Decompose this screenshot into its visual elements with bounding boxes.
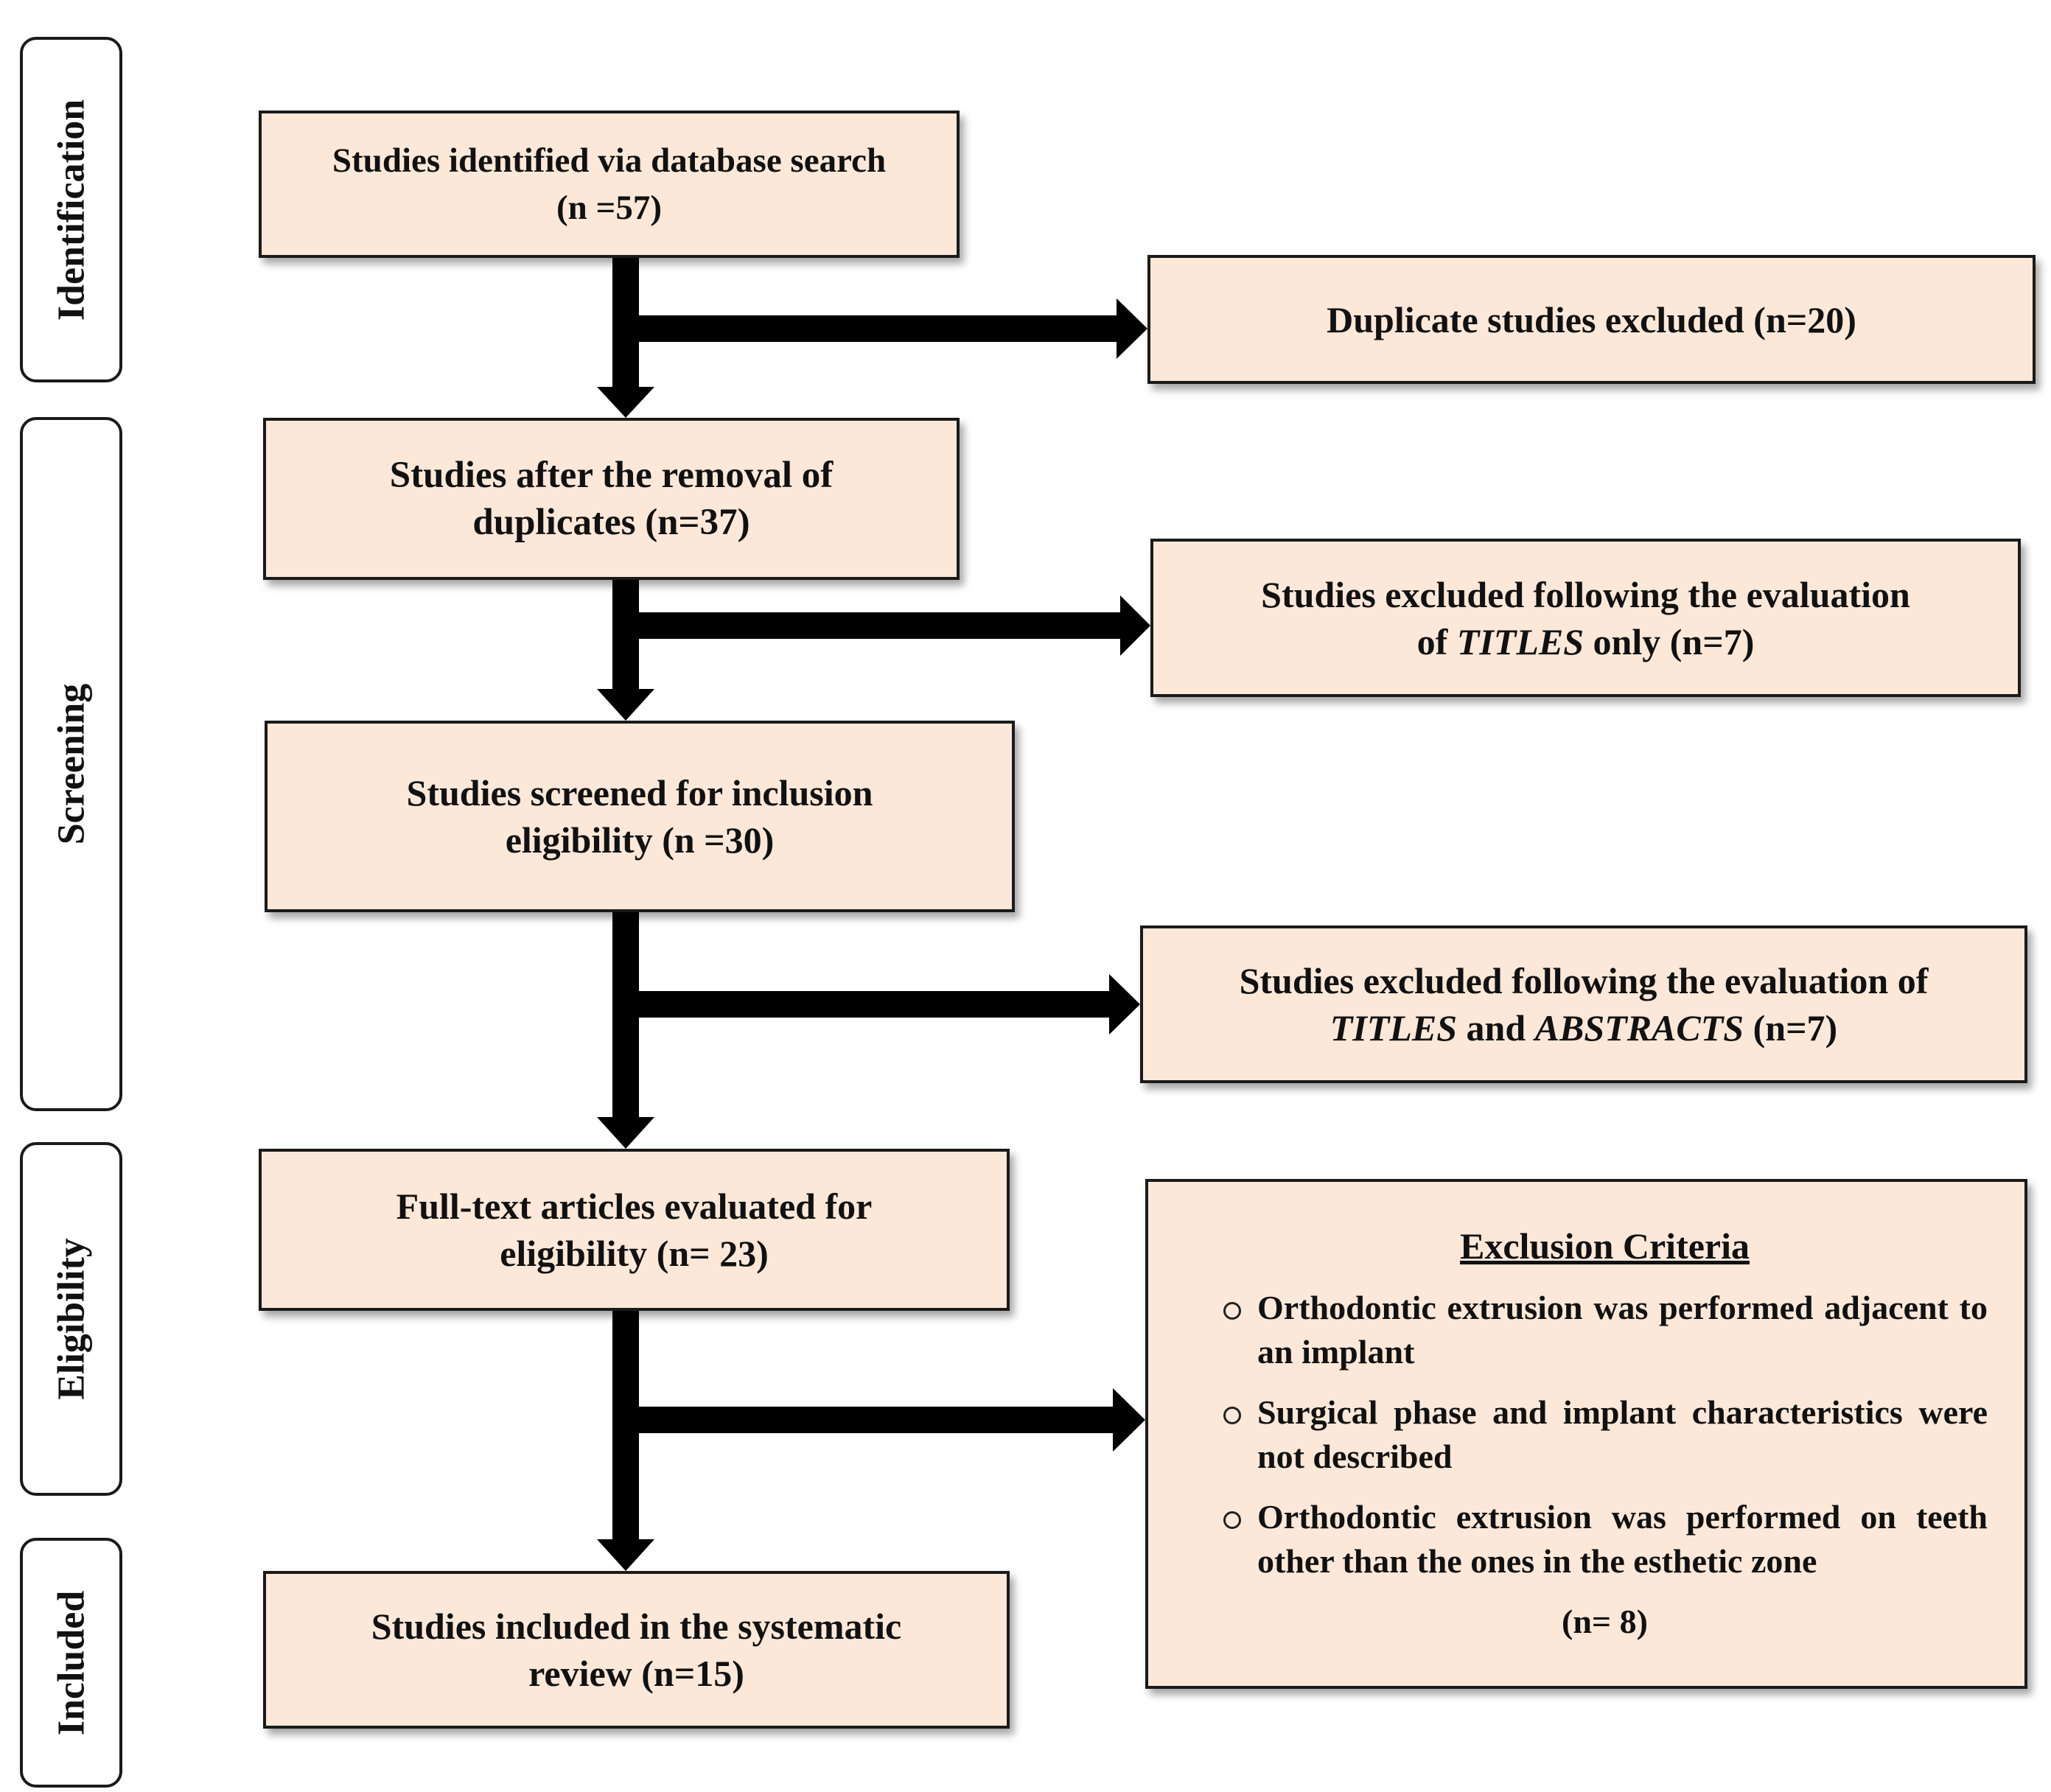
box-titles-abstracts-excluded: Studies excluded following the evaluatio… [1140,925,2027,1083]
box-text: and [1457,1007,1535,1049]
box-text: Studies screened for inclusion [406,772,873,813]
box-text: Studies excluded following the evaluatio… [1239,960,1929,1001]
phase-identification: Identification [20,37,122,382]
box-included: Studies included in the systematic revie… [263,1571,1010,1729]
box-after-duplicates: Studies after the removal of duplicates … [263,418,960,580]
arrow-head-right-1 [1117,298,1147,359]
box-count: (n =57) [556,189,662,227]
box-text: of [1416,620,1457,662]
arrow-head-right-3 [1109,974,1140,1035]
box-text: Studies identified via database search [332,141,887,180]
phase-screening: Screening [20,417,122,1111]
arrow-head-right-4 [1113,1388,1145,1452]
arrow-right-1 [639,315,1122,342]
arrow-right-4 [639,1407,1118,1433]
criteria-list: Orthodontic extrusion was performed adja… [1222,1286,1988,1600]
box-text: Studies included in the systematic [371,1606,902,1647]
phase-eligibility: Eligibility [20,1142,122,1496]
phase-included: Included [20,1538,122,1788]
criteria-item: Surgical phase and implant characteristi… [1222,1390,1988,1479]
arrow-head-down-1 [597,387,654,418]
box-text: Full-text articles evaluated for [396,1186,873,1227]
box-exclusion-criteria: Exclusion Criteria Orthodontic extrusion… [1145,1179,2027,1689]
arrow-down-3 [612,912,639,1119]
arrow-head-right-2 [1120,595,1150,656]
criteria-count: (n= 8) [1562,1603,1648,1640]
box-text: (n=7) [1744,1007,1838,1049]
arrow-right-2 [639,612,1125,639]
arrow-head-down-3 [597,1117,654,1149]
box-text: only (n=7) [1584,620,1755,662]
box-text-italic: ABSTRACTS [1534,1007,1744,1049]
criteria-item: Orthodontic extrusion was performed adja… [1222,1286,1988,1374]
box-screened: Studies screened for inclusion eligibili… [265,721,1015,912]
arrow-down-4 [612,1311,639,1541]
criteria-item: Orthodontic extrusion was performed on t… [1222,1495,1988,1583]
criteria-title: Exclusion Criteria [1459,1225,1750,1267]
arrow-down-1 [612,258,639,391]
arrow-down-2 [612,580,639,690]
box-text: eligibility (n= 23) [500,1233,769,1274]
box-text: Duplicate studies excluded (n=20) [1327,298,1856,340]
box-text: Studies after the removal of [389,455,834,496]
arrow-head-down-2 [597,689,654,721]
box-identified: Studies identified via database search (… [259,111,960,258]
box-full-text: Full-text articles evaluated for eligibi… [259,1149,1010,1311]
box-titles-excluded: Studies excluded following the evaluatio… [1150,539,2021,697]
arrow-right-3 [639,991,1114,1018]
box-duplicates-excluded: Duplicate studies excluded (n=20) [1147,255,2036,384]
box-text-italic: TITLES [1456,620,1584,662]
arrow-head-down-4 [597,1539,654,1571]
box-text: Studies excluded following the evaluatio… [1261,573,1910,615]
box-text: review (n=15) [528,1653,744,1694]
box-text: eligibility (n =30) [505,819,775,861]
box-text: duplicates (n=37) [472,502,750,543]
box-text-italic: TITLES [1330,1007,1458,1049]
